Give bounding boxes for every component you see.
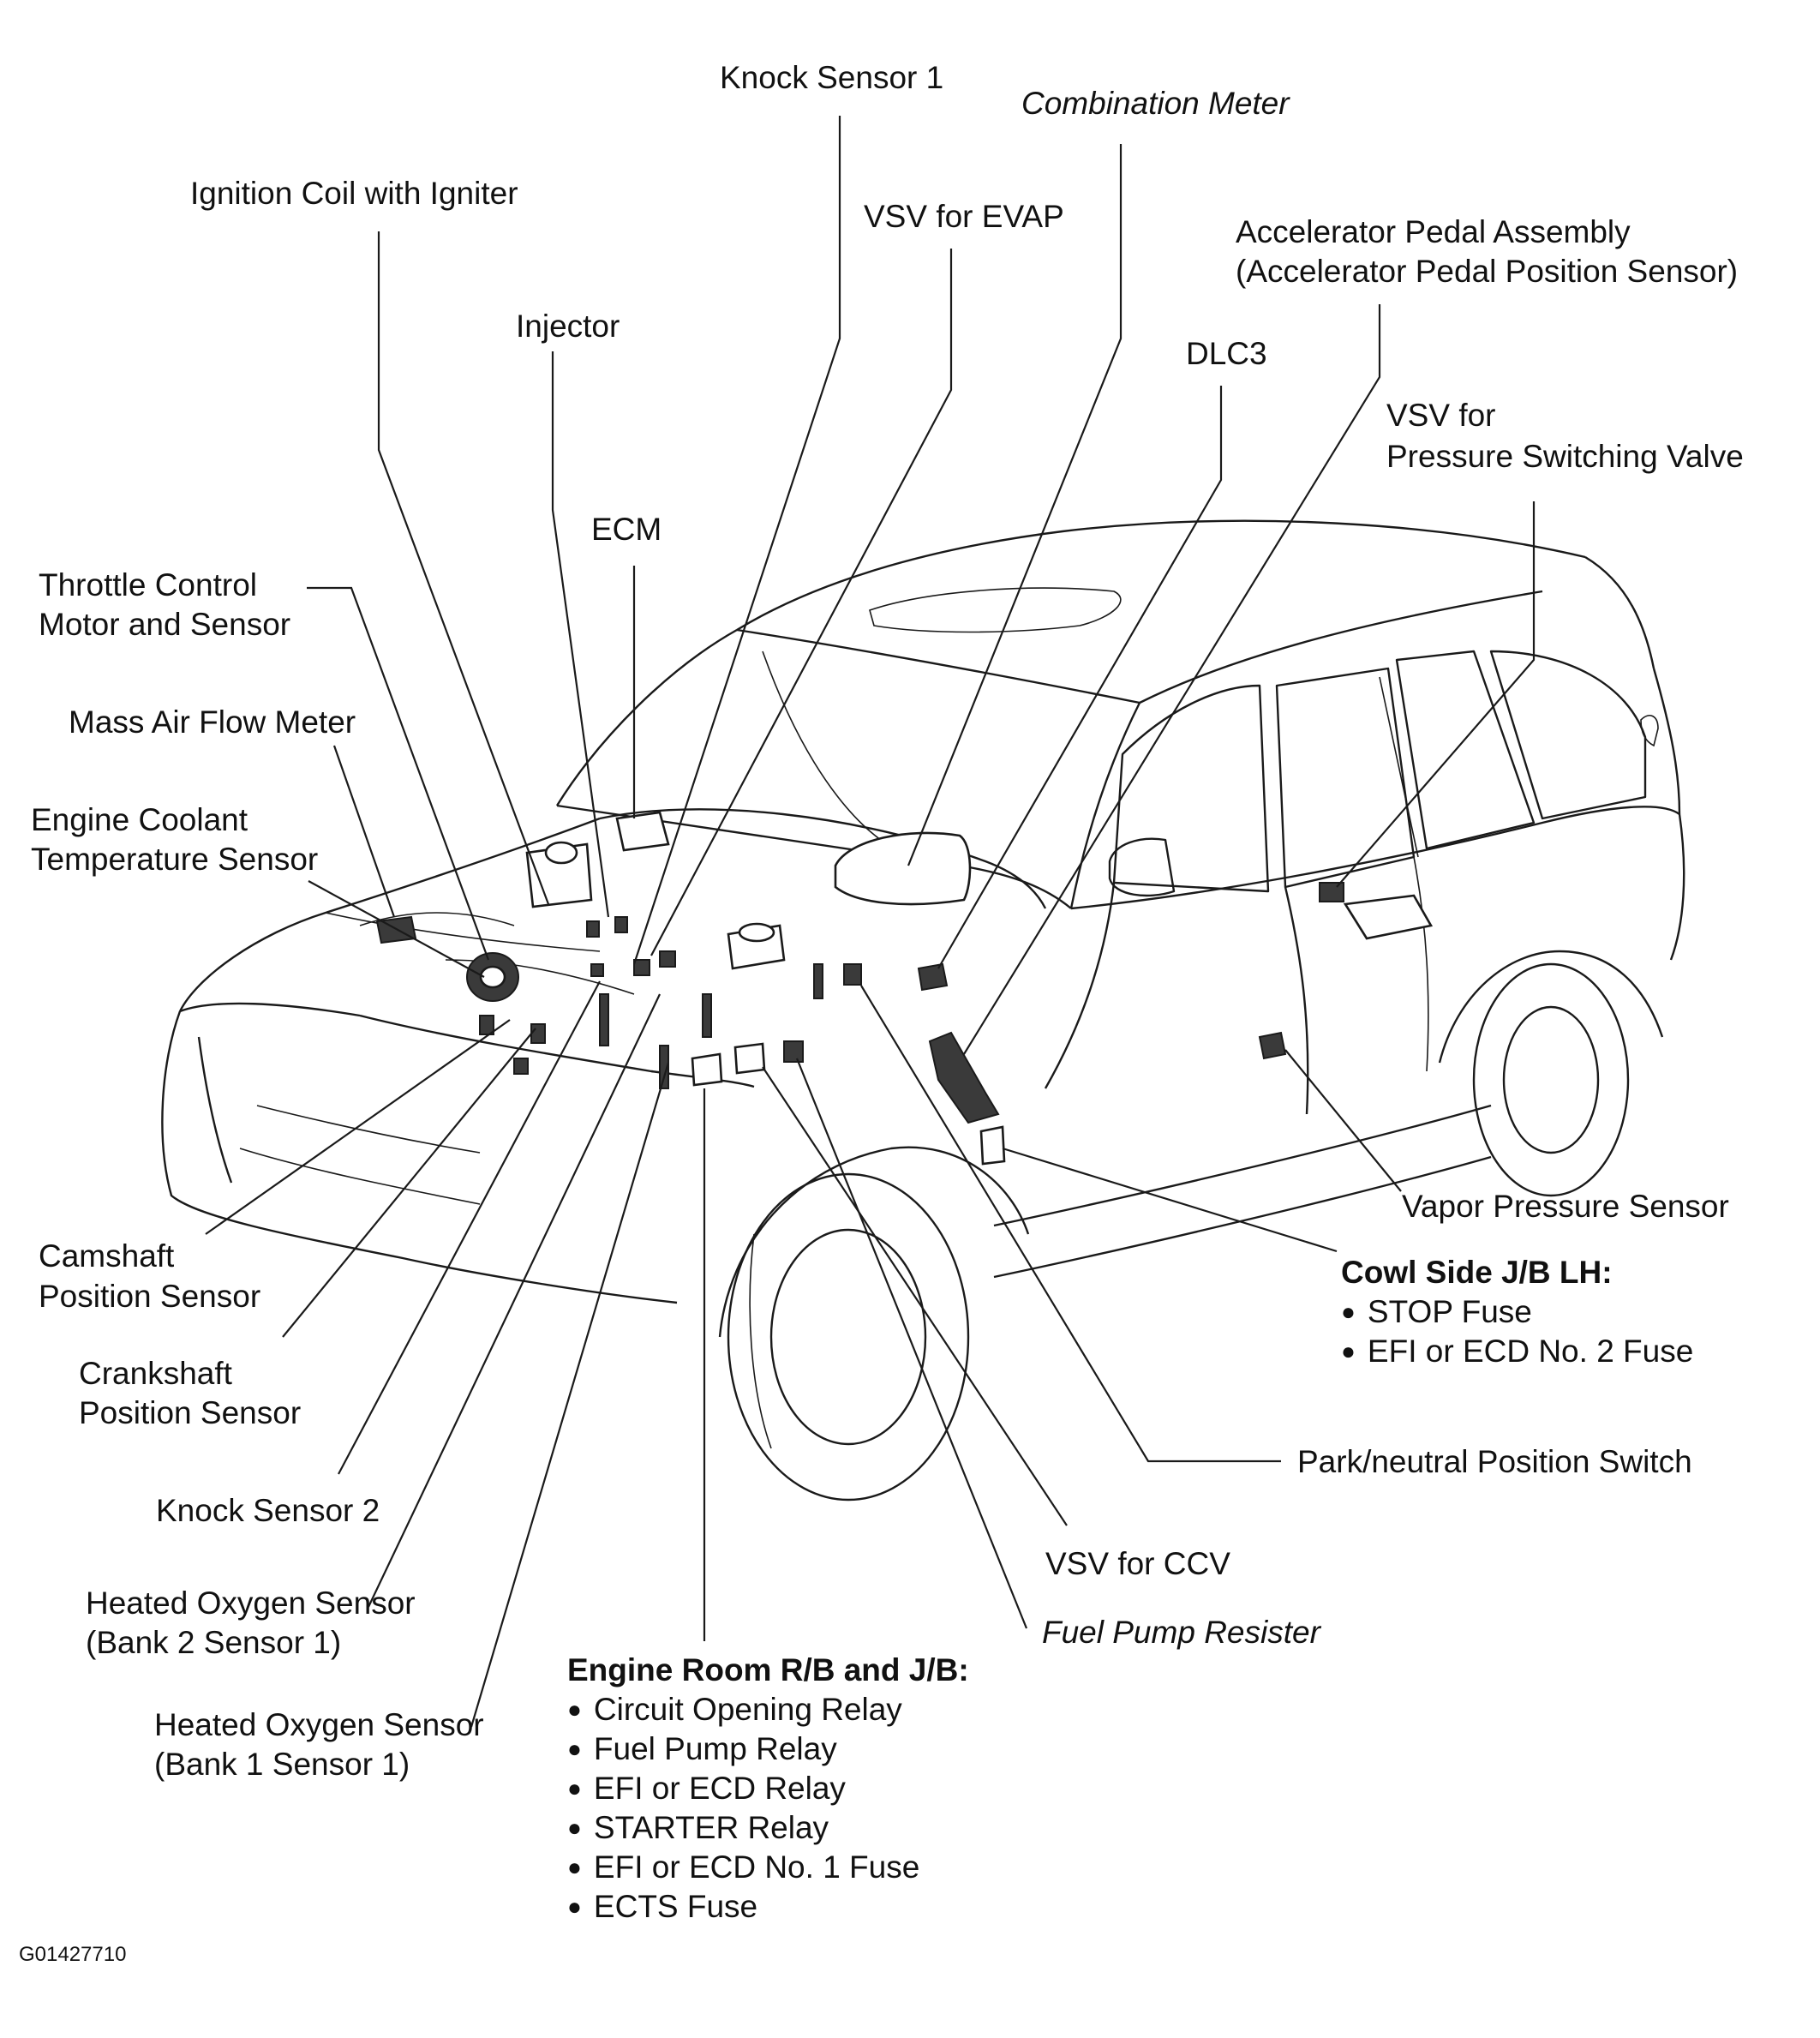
- engine-room-rb-list: Engine Room R/B and J/B: Circuit Opening…: [567, 1651, 969, 1927]
- engine-room-item: EFI or ECD No. 1 Fuse: [567, 1848, 969, 1887]
- engine-room-item: STARTER Relay: [567, 1808, 969, 1848]
- label-camshaft-line2: Position Sensor: [39, 1279, 261, 1314]
- label-ho2-b2s1-line2: (Bank 2 Sensor 1): [86, 1625, 342, 1660]
- engine-room-item: EFI or ECD Relay: [567, 1769, 969, 1808]
- cowl-side-jb-list: Cowl Side J/B LH: STOP Fuse EFI or ECD N…: [1341, 1253, 1693, 1371]
- label-injector: Injector: [516, 309, 620, 344]
- label-park-neutral: Park/neutral Position Switch: [1297, 1444, 1692, 1479]
- cowl-side-item: EFI or ECD No. 2 Fuse: [1341, 1332, 1693, 1371]
- label-ect-line2: Temperature Sensor: [31, 842, 319, 877]
- label-knock-sensor-1: Knock Sensor 1: [720, 60, 944, 95]
- cowl-side-jb-heading: Cowl Side J/B LH:: [1341, 1255, 1613, 1290]
- engine-room-item: ECTS Fuse: [567, 1887, 969, 1927]
- label-vsv-psv-line2: Pressure Switching Valve: [1386, 439, 1744, 474]
- figure-id: G01427710: [19, 1943, 127, 1966]
- label-combination-meter: Combination Meter: [1021, 86, 1290, 121]
- label-crankshaft-line1: Crankshaft: [79, 1356, 232, 1391]
- ecm-box: [615, 811, 670, 852]
- label-maf: Mass Air Flow Meter: [69, 704, 356, 740]
- label-vsv-ccv: VSV for CCV: [1045, 1546, 1230, 1581]
- label-vapor-pressure: Vapor Pressure Sensor: [1402, 1189, 1729, 1224]
- label-ect-line1: Engine Coolant: [31, 802, 248, 837]
- label-ho2-b2s1-line1: Heated Oxygen Sensor: [86, 1585, 416, 1621]
- cowl-side-item: STOP Fuse: [1341, 1292, 1693, 1332]
- label-vsv-evap: VSV for EVAP: [864, 199, 1064, 234]
- label-crankshaft-line2: Position Sensor: [79, 1395, 302, 1430]
- label-vsv-psv-line1: VSV for: [1386, 398, 1496, 433]
- label-ignition-coil: Ignition Coil with Igniter: [190, 176, 518, 211]
- label-ecm: ECM: [591, 512, 662, 547]
- engine-room-item: Circuit Opening Relay: [567, 1690, 969, 1729]
- label-throttle-line1: Throttle Control: [39, 567, 257, 602]
- label-accelerator-pedal-line1: Accelerator Pedal Assembly: [1236, 214, 1631, 249]
- engine-room-rb-heading: Engine Room R/B and J/B:: [567, 1652, 969, 1687]
- label-dlc3: DLC3: [1186, 336, 1267, 371]
- accelerator-pedal: [928, 1031, 1000, 1124]
- label-ho2-b1s1-line1: Heated Oxygen Sensor: [154, 1707, 484, 1742]
- label-accelerator-pedal-line2: (Accelerator Pedal Position Sensor): [1236, 254, 1739, 289]
- label-fuel-pump-resister: Fuel Pump Resister: [1042, 1615, 1320, 1650]
- combination-meter: [834, 831, 972, 906]
- label-camshaft-line1: Camshaft: [39, 1238, 175, 1274]
- components: [375, 811, 1434, 1166]
- label-knock-sensor-2: Knock Sensor 2: [156, 1493, 380, 1528]
- label-throttle-line2: Motor and Sensor: [39, 607, 291, 642]
- engine-room-item: Fuel Pump Relay: [567, 1729, 969, 1769]
- leader-lines: [205, 116, 1536, 1728]
- label-ho2-b1s1-line2: (Bank 1 Sensor 1): [154, 1747, 410, 1782]
